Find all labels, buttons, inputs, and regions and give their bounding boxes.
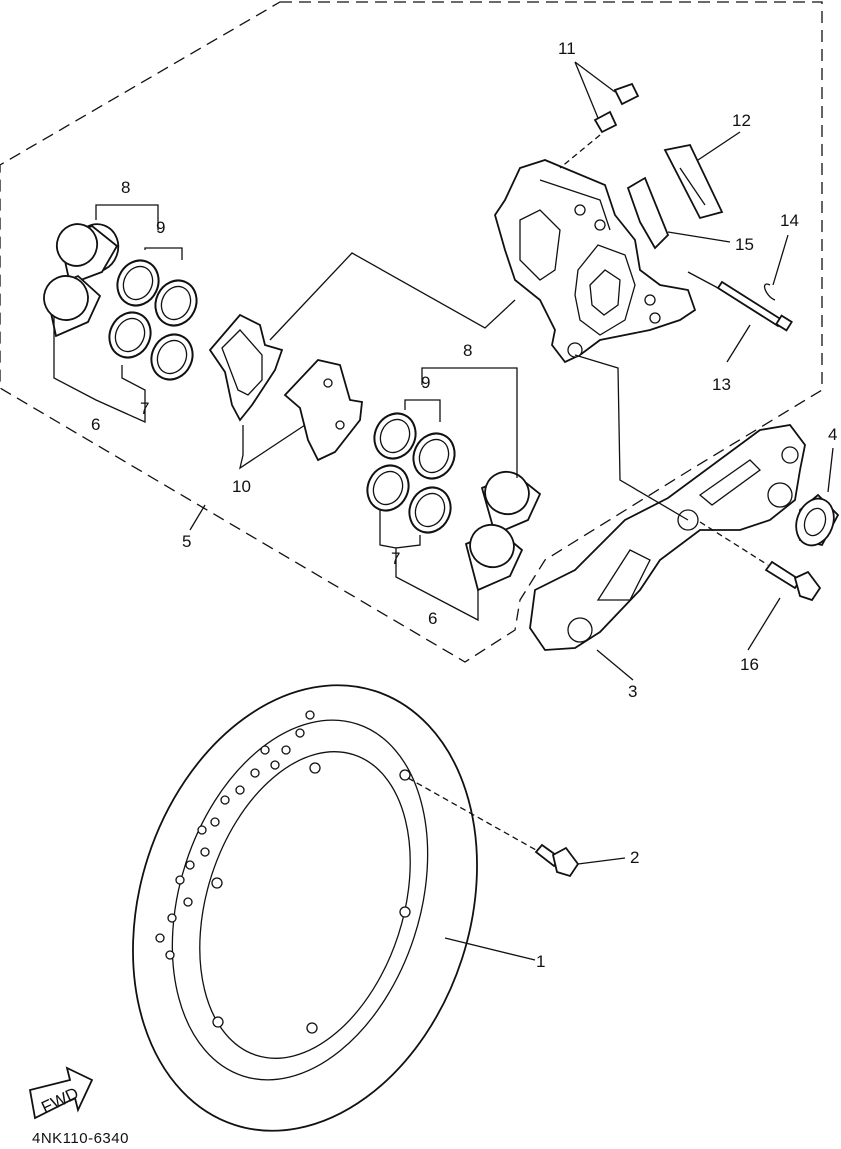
callout-2: 2 [630,848,639,867]
piston-upper-right [480,470,542,536]
callout-3: 3 [628,682,637,701]
pad-spring [663,131,741,220]
bracket-bolt [699,521,822,651]
caliper-body [494,159,697,364]
brake-disc [132,684,536,1132]
pad-pin [687,271,793,363]
pad-clip [626,176,731,250]
callout-6-right: 6 [428,609,437,628]
caliper-assembly-boundary [0,1,823,663]
callout-6-left: 6 [91,415,100,434]
piston-lower-right [464,523,524,592]
callout-5: 5 [182,532,191,551]
callout-11: 11 [558,39,576,58]
callout-1: 1 [536,952,545,971]
forward-arrow-icon: FWD [28,1066,94,1120]
disc-bolt [407,777,626,878]
callout-10: 10 [232,477,251,496]
brake-pad-right [283,359,363,462]
callout-14: 14 [780,211,799,230]
part-number: 4NK110-6340 [32,1130,129,1147]
right-piston-seal-group [366,367,542,622]
brake-pad-left [208,313,284,422]
callout-7-left: 7 [140,399,149,418]
callout-7-right: 7 [391,549,400,568]
callout-16: 16 [740,655,759,674]
left-piston-seal-group [43,204,198,424]
callout-9-right: 9 [421,373,430,392]
callout-4: 4 [828,425,837,444]
pin-clip [763,234,789,301]
callout-13: 13 [712,375,731,394]
callout-12: 12 [732,111,751,130]
brake-pads [208,313,363,470]
disc-holes [155,710,411,1034]
seal-rings-left [108,259,198,381]
piston-upper-left [55,223,120,286]
caliper-bracket [529,354,806,681]
callout-15: 15 [735,235,754,254]
bracket-collar [795,447,840,547]
callout-9-left: 9 [156,218,165,237]
callout-8-left: 8 [121,178,130,197]
piston-lower-left [43,274,102,338]
bleed-screw [559,61,640,169]
seal-rings-right [366,412,456,534]
callout-8-right: 8 [463,341,472,360]
